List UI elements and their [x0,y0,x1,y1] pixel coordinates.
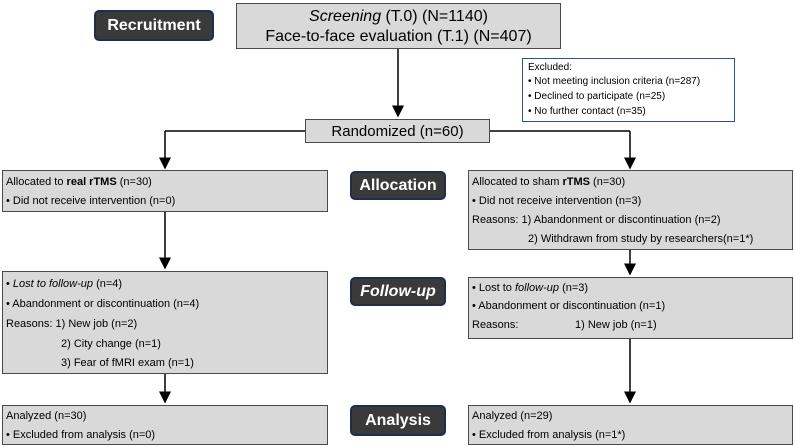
right-alloc-line-1: Allocated to sham rTMS (n=30) [472,176,626,188]
right-an-line-1: Analyzed (n=29) [472,410,553,422]
stage-recruitment: Recruitment [94,10,214,41]
right-allocation-box: Allocated to sham rTMS (n=30) • Did not … [468,170,793,250]
screening-count: (T.0) (N=1140) [381,8,488,25]
stage-allocation: Allocation [350,171,446,200]
right-alloc-reasons-1: Reasons: 1) Abandonment or discontinuati… [472,214,721,226]
right-alloc-line-2: • Did not receive intervention (n=3) [472,195,642,207]
screening-label: Screening [309,8,382,25]
left-alloc-line-2: • Did not receive intervention (n=0) [6,195,176,207]
left-alloc-line-1: Allocated to real rTMS (n=30) [6,176,152,188]
left-fu-reasons-1: Reasons: 1) New job (n=2) [6,318,138,330]
right-fu-abandon: • Abandonment or discontinuation (n=1) [472,300,666,312]
right-followup-box: • Lost to follow-up (n=3) • Abandonment … [468,277,793,339]
screening-line-2: Face-to-face evaluation (T.1) (N=407) [265,28,532,45]
excluded-item: • No further contact (n=35) [528,106,646,117]
stage-analysis: Analysis [350,405,446,436]
left-followup-box: • Lost to follow-up (n=4) • Abandonment … [2,271,328,374]
left-analysis-box: Analyzed (n=30) • Excluded from analysis… [2,405,328,445]
left-allocation-box: Allocated to real rTMS (n=30) • Did not … [2,170,328,212]
left-fu-abandon: • Abandonment or discontinuation (n=4) [6,298,200,310]
screening-line-1: Screening (T.0) (N=1140) [237,8,560,26]
stage-followup: Follow-up [350,277,446,306]
left-an-line-2: • Excluded from analysis (n=0) [6,429,156,441]
right-an-line-2: • Excluded from analysis (n=1*) [472,429,626,441]
excluded-box: Excluded: • Not meeting inclusion criter… [522,58,735,122]
excluded-item: • Not meeting inclusion criteria (n=287) [528,76,701,87]
right-fu-reasons-value: 1) New job (n=1) [575,319,657,331]
right-analysis-box: Analyzed (n=29) • Excluded from analysis… [468,405,793,445]
left-fu-reasons-3: 3) Fear of fMRI exam (n=1) [61,357,194,369]
left-fu-lost: • Lost to follow-up (n=4) [6,278,123,290]
left-fu-reasons-2: 2) City change (n=1) [61,338,161,350]
screening-box: Screening (T.0) (N=1140) Face-to-face ev… [236,3,561,49]
left-an-line-1: Analyzed (n=30) [6,410,87,422]
right-fu-lost: • Lost to follow-up (n=3) [472,282,589,294]
excluded-item: • Declined to participate (n=25) [528,91,666,102]
right-fu-reasons-label: Reasons: [472,319,519,331]
randomized-box: Randomized (n=60) [305,119,490,143]
right-alloc-reasons-2: 2) Withdrawn from study by researchers(n… [528,233,754,245]
randomized-label: Randomized (n=60) [331,122,464,140]
excluded-title: Excluded: [528,62,572,73]
